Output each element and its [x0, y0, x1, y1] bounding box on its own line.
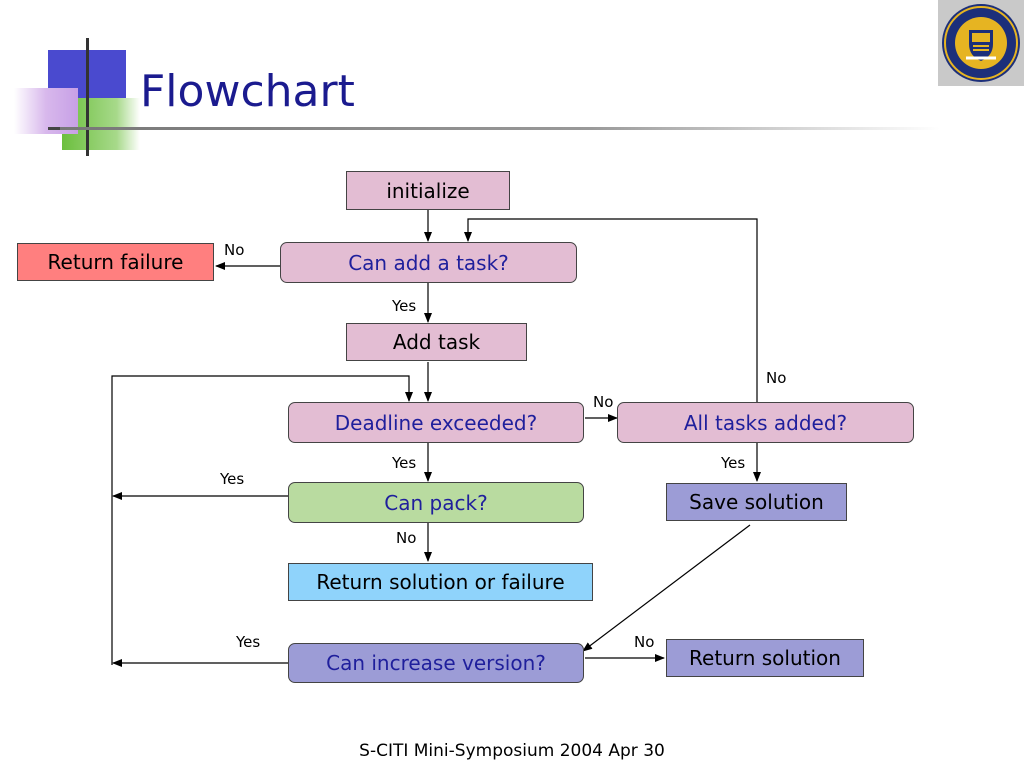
label-deadline-no: No — [593, 393, 614, 411]
label-increase-no: No — [634, 633, 655, 651]
label-increase-yes: Yes — [236, 633, 261, 651]
university-seal-logo — [938, 0, 1024, 86]
title-underline — [60, 127, 940, 130]
node-initialize: initialize — [346, 171, 510, 210]
slide-title: Flowchart — [140, 66, 355, 117]
node-deadline-exceeded: Deadline exceeded? — [288, 402, 584, 443]
node-return-solution-or-failure: Return solution or failure — [288, 563, 593, 601]
label-all-tasks-yes: Yes — [721, 454, 746, 472]
edge-all-tasks-no-to-can-add — [464, 218, 758, 402]
label-can-pack-yes: Yes — [220, 470, 245, 488]
edge-save-to-increase — [582, 524, 751, 652]
node-can-add-task: Can add a task? — [280, 242, 577, 283]
node-can-increase-version: Can increase version? — [288, 643, 584, 683]
node-return-solution: Return solution — [666, 639, 864, 677]
decor-vertical-bar — [86, 38, 89, 156]
label-deadline-yes: Yes — [392, 454, 417, 472]
node-can-pack: Can pack? — [288, 482, 584, 523]
label-can-pack-no: No — [396, 529, 417, 547]
label-all-tasks-no: No — [766, 369, 787, 387]
node-all-tasks-added: All tasks added? — [617, 402, 914, 443]
decor-pink-square — [14, 88, 78, 134]
label-can-add-no: No — [224, 241, 245, 259]
node-return-failure: Return failure — [17, 243, 214, 281]
slide-footer: S-CITI Mini-Symposium 2004 Apr 30 — [359, 741, 665, 761]
label-can-add-yes: Yes — [392, 297, 417, 315]
edge-loop-to-deadline — [111, 375, 413, 665]
node-save-solution: Save solution — [666, 483, 847, 521]
node-add-task: Add task — [346, 323, 527, 361]
